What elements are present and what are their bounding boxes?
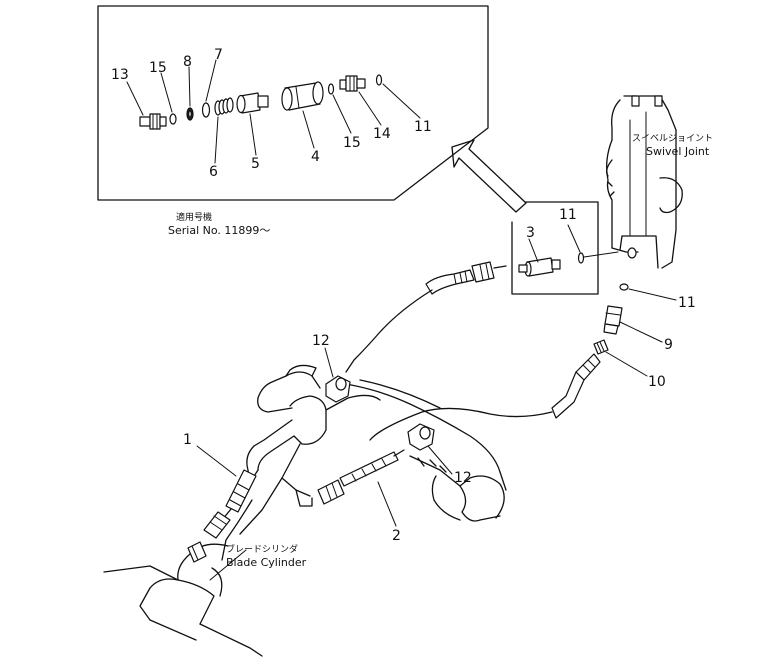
part-3-check-valve — [518, 257, 561, 277]
inset-frame — [97, 5, 489, 201]
inset-detail: 13 15 8 7 6 5 4 15 14 11 — [97, 5, 489, 201]
label-13: 13 — [111, 67, 129, 83]
label-14: 14 — [373, 126, 391, 142]
serial-note: Serial No. 11899～ — [168, 224, 270, 237]
part-12-clamp-b — [407, 423, 435, 451]
label-12-b: 12 — [454, 470, 472, 486]
part-14-fitting — [339, 75, 366, 92]
blade-cylinder-label: Blade Cylinder — [226, 556, 307, 569]
swivel-joint-label-jp: スイベルジョイント — [632, 134, 713, 144]
label-15-b: 15 — [343, 135, 361, 151]
label-2: 2 — [392, 528, 401, 544]
label-7: 7 — [214, 47, 223, 63]
part-12-clamp-a — [325, 375, 351, 403]
label-9: 9 — [664, 337, 673, 353]
serial-note-jp: 適用号機 — [176, 211, 212, 223]
part-11-o-ring-b — [619, 283, 629, 291]
part-4-valve-body — [281, 81, 324, 111]
part-7-ring — [201, 102, 211, 118]
label-4: 4 — [311, 149, 320, 165]
part-15-o-ring — [169, 113, 177, 125]
hose-lower — [369, 353, 601, 441]
part-5-poppet — [236, 92, 269, 114]
part-11-o-ring-a — [577, 252, 585, 264]
label-5: 5 — [251, 156, 260, 172]
detail-arrow — [451, 139, 527, 213]
connector-inset-frame — [511, 201, 599, 295]
swivel-joint-label: Swivel Joint — [646, 145, 710, 158]
label-3: 3 — [526, 225, 535, 241]
part-6-spring — [214, 97, 234, 116]
label-11: 11 — [414, 119, 432, 135]
label-15: 15 — [149, 60, 167, 76]
label-11-a: 11 — [559, 207, 577, 223]
part-2-pipe — [317, 449, 405, 505]
part-1-pipe — [187, 469, 257, 563]
label-8: 8 — [183, 54, 192, 70]
label-6: 6 — [209, 164, 218, 180]
part-15-o-ring-b — [327, 83, 335, 95]
label-10: 10 — [648, 374, 666, 390]
swivel-joint — [606, 95, 683, 269]
label-1: 1 — [183, 432, 192, 448]
part-11-o-ring — [375, 74, 383, 86]
part-10-nipple — [593, 339, 609, 355]
label-12-a: 12 — [312, 333, 330, 349]
blade-cylinder-label-jp: ブレードシリンダ — [226, 543, 298, 555]
machine-outline — [103, 364, 507, 657]
part-13-fitting — [139, 113, 167, 130]
hose-upper — [345, 261, 507, 373]
label-11-b: 11 — [678, 295, 696, 311]
part-9-adapter — [603, 305, 623, 335]
inset-leaders — [126, 59, 421, 164]
